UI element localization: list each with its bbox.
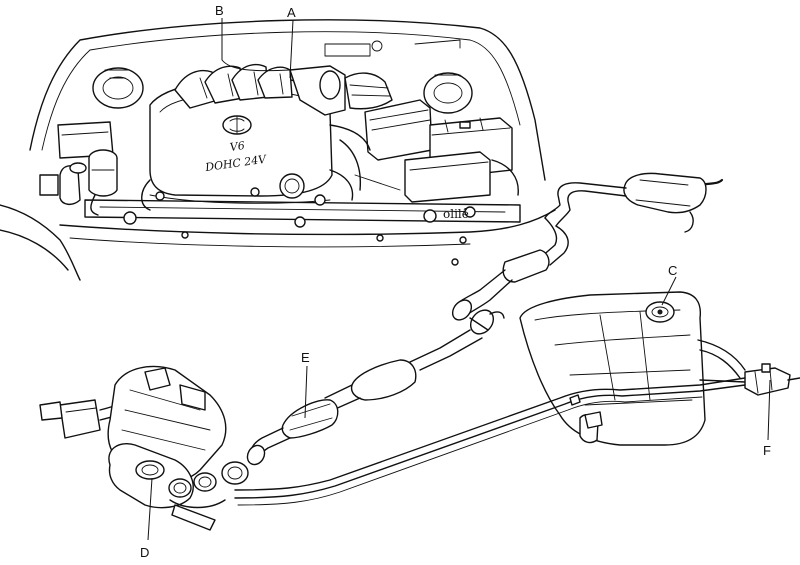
engine-lower-assembly — [39, 365, 249, 531]
callout-b: B — [215, 3, 291, 72]
canister-area — [744, 363, 800, 396]
callout-a: A — [287, 5, 296, 79]
engine-bay: V6 DOHC 24V olilê — [0, 19, 556, 281]
engine-cover-badge: V6 — [229, 139, 246, 154]
coolant-cap-text: olilê — [443, 207, 469, 221]
label-f: F — [763, 443, 771, 458]
label-b: B — [215, 3, 224, 18]
callout-e: E — [301, 350, 310, 419]
label-a: A — [287, 5, 296, 20]
callout-d: D — [140, 477, 153, 560]
callout-f: F — [763, 379, 771, 458]
fuel-lines — [234, 377, 746, 506]
label-c: C — [668, 263, 677, 278]
label-d: D — [140, 545, 149, 560]
label-e: E — [301, 350, 310, 365]
callout-c: C — [661, 263, 677, 306]
exhaust-system — [246, 172, 724, 466]
fuel-tank — [519, 291, 746, 446]
